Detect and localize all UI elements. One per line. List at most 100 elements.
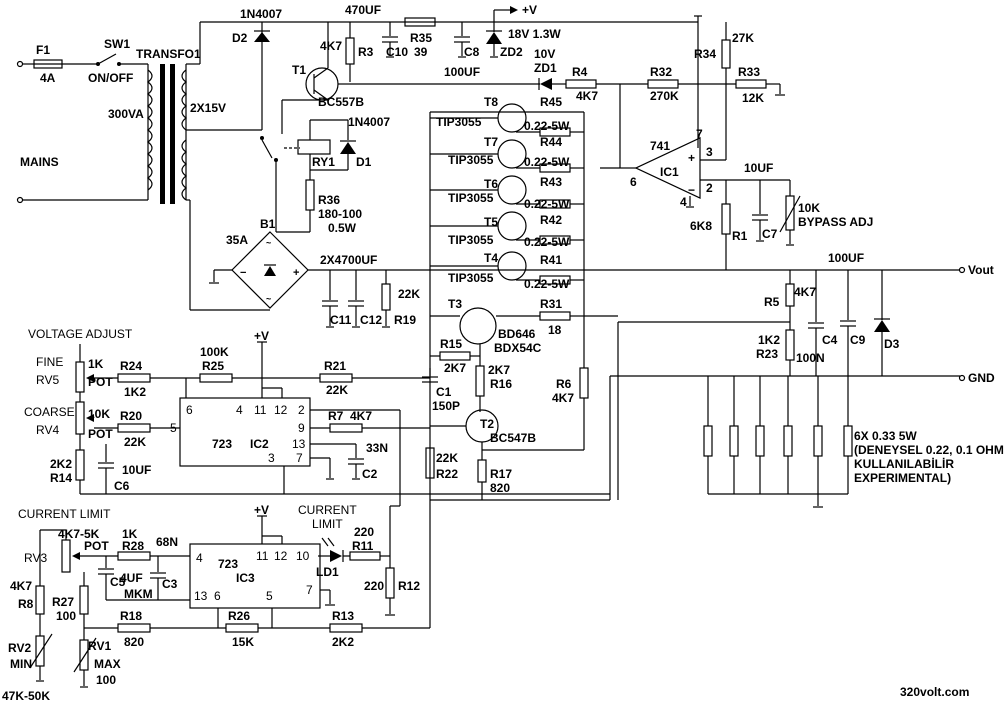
- voltage-adjust-title: VOLTAGE ADJUST: [28, 327, 133, 341]
- c7-value: 10UF: [744, 161, 773, 175]
- c1-value: 150P: [432, 399, 460, 413]
- resistor-r23: [785, 329, 795, 361]
- resistor-r11: [349, 551, 381, 561]
- r23-value: 1K2: [758, 333, 780, 347]
- ic3-ref: IC3: [236, 571, 255, 585]
- r45-ref: R45: [540, 95, 562, 109]
- c9-ref: C9: [850, 333, 866, 347]
- fine-label: FINE: [36, 355, 63, 369]
- resistor-r34: [721, 39, 731, 69]
- ry1-ref: RY1: [312, 155, 335, 169]
- d2-ref: D2: [232, 31, 248, 45]
- vplus-top: +V: [522, 3, 537, 17]
- ic2-pin12: 12: [274, 403, 288, 417]
- diode-d1: [340, 142, 356, 154]
- rv5-value: 1K: [88, 357, 104, 371]
- r22-value: 22K: [436, 451, 458, 465]
- c4-ref: C4: [822, 333, 838, 347]
- c1-ref: C1: [436, 385, 452, 399]
- resistor-r16: [475, 365, 485, 397]
- r3-ref: R3: [358, 45, 374, 59]
- ic2-pin3: 3: [268, 451, 275, 465]
- rv1-value: 100: [96, 673, 116, 687]
- zd2-value: 18V 1.3W: [508, 27, 561, 41]
- r5-ref: R5: [764, 295, 780, 309]
- t1-part: BC557B: [318, 95, 364, 109]
- resistor-r15: [439, 351, 471, 361]
- r1-ref: R1: [732, 229, 748, 243]
- diode-d3: [874, 320, 890, 332]
- resistor-r5: [785, 283, 795, 307]
- gnd-label: GND: [968, 371, 995, 385]
- r4-value: 4K7: [576, 89, 598, 103]
- resistor-r14: [75, 449, 85, 481]
- transformer-power: 300VA: [108, 107, 144, 121]
- resistor-r35: [404, 17, 436, 27]
- r41-value: 0.22-5W: [524, 277, 570, 291]
- r32-value: 270K: [650, 89, 679, 103]
- resistor-r6: [579, 367, 589, 399]
- comparator-section: 10V ZD1 R4 4K7 R32 270K 27K R34 R33 12K …: [534, 22, 873, 270]
- r19-value: 22K: [398, 287, 420, 301]
- r33-ref: R33: [738, 65, 760, 79]
- r23-ref: R23: [756, 347, 778, 361]
- ic1-pin4: 4: [680, 195, 687, 209]
- mains-input-section: F1 4A SW1 ON/OFF MAINS TRANSFO1 300VA 2X…: [16, 22, 270, 311]
- t3-part1: BD646: [498, 327, 536, 341]
- r16-ref: R16: [490, 377, 512, 391]
- r27-value: 100: [56, 609, 76, 623]
- r8-value: 4K7: [10, 579, 32, 593]
- ic2-pin4: 4: [236, 403, 243, 417]
- sw1-label: ON/OFF: [88, 71, 133, 85]
- d3-ref: D3: [884, 337, 900, 351]
- r44-ref: R44: [540, 135, 562, 149]
- ic2-pin6: 6: [186, 403, 193, 417]
- r33-value: 12K: [742, 91, 764, 105]
- current-limit-section: CURRENT LIMIT 4K7-5K POT RV3 1K R28 C5 4…: [2, 500, 431, 703]
- t2-part: BC547B: [490, 431, 536, 445]
- r8-ref: R8: [18, 597, 34, 611]
- zd1-value: 10V: [534, 47, 555, 61]
- c6-ref: C6: [114, 479, 130, 493]
- voltage-adjust-section: VOLTAGE ADJUST FINE RV5 1K POT R24 1K2 1…: [24, 327, 610, 506]
- rv1-max: MAX: [94, 657, 121, 671]
- r4-ref: R4: [572, 65, 588, 79]
- r31-ref: R31: [540, 297, 562, 311]
- zener-zd2: [486, 32, 502, 44]
- output-cap-value: 100UF: [828, 251, 864, 265]
- c8-ref: C8: [464, 45, 480, 59]
- output-section: Vout 100UF GND 4K7 R5 1K2 R23 C4 100N C9…: [584, 251, 1004, 508]
- ic2-pin13: 13: [292, 437, 306, 451]
- resistor-r4: [565, 79, 597, 89]
- r7-value: 4K7: [350, 409, 372, 423]
- d2-part: 1N4007: [240, 7, 282, 21]
- c10-ref: C10: [386, 45, 408, 59]
- r1-value: 6K8: [690, 219, 712, 233]
- r14-ref: R14: [50, 471, 72, 485]
- ic2-pin2: 2: [298, 403, 305, 417]
- aux-supply-section: 470UF C10 R35 39 C8 100UF 18V 1.3W ZD2 +…: [292, 3, 702, 148]
- ic3-pin12: 12: [274, 549, 288, 563]
- r45-value: 0.22-5W: [524, 119, 570, 133]
- t4-ref: T4: [484, 251, 498, 265]
- r20-value: 22K: [124, 435, 146, 449]
- f1-value: 4A: [40, 71, 56, 85]
- r36-power: 0.5W: [328, 221, 357, 235]
- resistor-r22: [425, 447, 435, 479]
- d1-ref: D1: [356, 155, 372, 169]
- r18-ref: R18: [120, 609, 142, 623]
- b1-ref: B1: [260, 217, 276, 231]
- shunt-resistor-bank: [703, 376, 853, 508]
- sw1-ref: SW1: [104, 37, 130, 51]
- resistor-r13: [329, 623, 363, 633]
- r26-value: 15K: [232, 635, 254, 649]
- r35-value: 39: [414, 45, 428, 59]
- r36-ref: R36: [318, 193, 340, 207]
- ic3-pin11: 11: [256, 549, 269, 563]
- c7-ref: C7: [762, 227, 778, 241]
- r34-ref: R34: [694, 47, 716, 61]
- r22-ref: R22: [436, 467, 458, 481]
- c12-ref: C12: [360, 313, 382, 327]
- r43-ref: R43: [540, 175, 562, 189]
- resistor-r32: [647, 79, 679, 89]
